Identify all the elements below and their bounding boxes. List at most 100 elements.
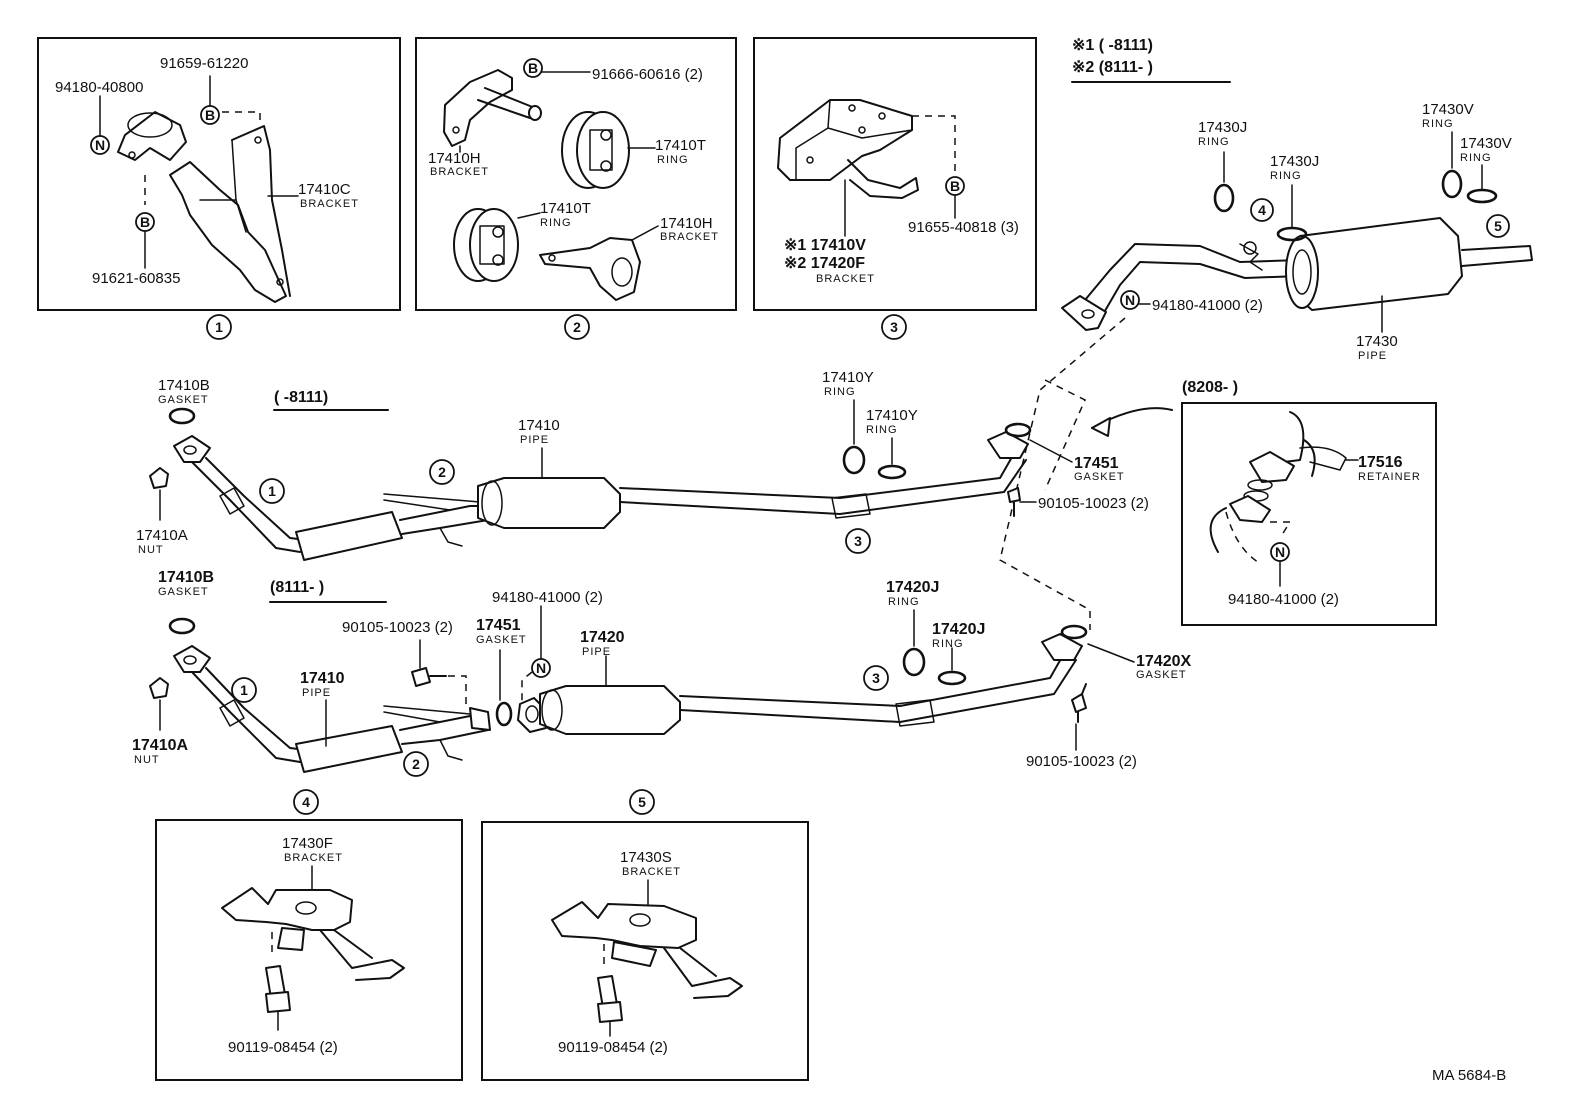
nut-n-marker: N bbox=[536, 660, 546, 676]
lower-ring-17420j-a: 17420J bbox=[886, 579, 939, 596]
tail-nut-94180: 94180-41000 (2) bbox=[1152, 297, 1263, 314]
lower-nut-17410a: 17410A bbox=[132, 737, 188, 754]
box2-part-17410t-b-desc: RING bbox=[540, 217, 572, 229]
lower-gasket-17420x-desc: GASKET bbox=[1136, 669, 1187, 681]
box1-part-91621: 91621-60835 bbox=[92, 270, 180, 287]
inset-8208: (8208- ) 17516 RETAINER N 94180-41000 (2… bbox=[1091, 379, 1437, 626]
box2-part-17410t-a-desc: RING bbox=[657, 154, 689, 166]
lower-gasket-17410b: 17410B bbox=[158, 569, 214, 586]
upper-ring-17410y-a: 17410Y bbox=[822, 369, 874, 386]
box1-part-94180: 94180-40800 bbox=[55, 79, 143, 96]
inset-nut-94180: 94180-41000 (2) bbox=[1228, 591, 1339, 608]
nut-n-marker: N bbox=[1125, 292, 1135, 308]
nut-n-marker: N bbox=[95, 137, 105, 153]
lower-callout-1: 1 bbox=[240, 682, 248, 698]
upper-gasket-17451: 17451 bbox=[1074, 455, 1119, 472]
box4-part-17430f: 17430F bbox=[282, 835, 333, 852]
callout-2: 2 bbox=[573, 319, 581, 335]
callout-3: 3 bbox=[890, 319, 898, 335]
inset-retainer-desc: RETAINER bbox=[1358, 471, 1421, 483]
callout-4: 4 bbox=[302, 794, 310, 810]
upper-callout-1: 1 bbox=[268, 483, 276, 499]
upper-nut-17410a: 17410A bbox=[136, 527, 188, 544]
lower-callout-3: 3 bbox=[872, 670, 880, 686]
tail-ring-17430j-b: 17430J bbox=[1270, 153, 1319, 170]
diagram-code: MA 5684-B bbox=[1432, 1067, 1506, 1084]
detail-box-3: B 91655-40818 (3) ※1 17410V ※2 17420F BR… bbox=[753, 37, 1037, 311]
box2-part-17410h-b-desc: BRACKET bbox=[660, 231, 719, 243]
upper-ring-17410y-b: 17410Y bbox=[866, 407, 918, 424]
note-2: ※2 (8111- ) bbox=[1072, 59, 1153, 76]
detail-box-4: 17430F BRACKET 90119-08454 (2) bbox=[155, 819, 463, 1081]
box2-part-17410h-b: 17410H bbox=[660, 215, 713, 232]
lower-bolt-90105-a: 90105-10023 (2) bbox=[342, 619, 453, 636]
lower-pipe-17410: 17410 bbox=[300, 670, 345, 687]
callout-5: 5 bbox=[638, 794, 646, 810]
box4-part-90119: 90119-08454 (2) bbox=[228, 1039, 338, 1056]
tail-ring-17430v-a: 17430V bbox=[1422, 101, 1474, 118]
bolt-b-marker: B bbox=[205, 107, 215, 123]
callout-5-ref: 5 bbox=[1494, 218, 1502, 234]
box2-part-17410t-a: 17410T bbox=[655, 137, 706, 154]
lower-range: (8111- ) bbox=[270, 579, 324, 596]
tail-pipe-17430-desc: PIPE bbox=[1358, 350, 1387, 362]
lower-ring-a-desc: RING bbox=[888, 596, 920, 608]
upper-ring-a-desc: RING bbox=[824, 386, 856, 398]
lower-pipe-17420: 17420 bbox=[580, 629, 625, 646]
box5-part-17430s: 17430S bbox=[620, 849, 672, 866]
inset-retainer-17516: 17516 bbox=[1358, 454, 1403, 471]
upper-callout-3: 3 bbox=[854, 533, 862, 549]
upper-gasket-desc: GASKET bbox=[158, 394, 209, 406]
lower-ring-17420j-b: 17420J bbox=[932, 621, 985, 638]
lower-nut-desc: NUT bbox=[134, 754, 160, 766]
tail-ring-17430j-a-desc: RING bbox=[1198, 136, 1230, 148]
detail-box-2: B 91666-60616 (2) 17410H BRACKET 17410T … bbox=[415, 37, 737, 311]
tail-ring-17430j-a: 17430J bbox=[1198, 119, 1247, 136]
lower-callout-2: 2 bbox=[412, 756, 420, 772]
box1-part-17410c: 17410C bbox=[298, 181, 351, 198]
callout-4-ref: 4 bbox=[1258, 202, 1266, 218]
upper-assembly: ( -8111) 17410B GASKET 17410A NUT 1 2 3 bbox=[136, 369, 1149, 561]
lower-bolt-90105-b: 90105-10023 (2) bbox=[1026, 753, 1137, 770]
lower-assembly: (8111- ) 17410B GASKET 17410A NUT 1 2 3 … bbox=[132, 569, 1191, 777]
box2-part-17410h-a-desc: BRACKET bbox=[430, 166, 489, 178]
box3-part-17420f: ※2 17420F bbox=[784, 255, 865, 272]
lower-nut-94180: 94180-41000 (2) bbox=[492, 589, 603, 606]
lower-gasket-17451: 17451 bbox=[476, 617, 521, 634]
bolt-b-marker: B bbox=[140, 214, 150, 230]
tail-ring-17430v-b: 17430V bbox=[1460, 135, 1512, 152]
lower-ring-b-desc: RING bbox=[932, 638, 964, 650]
upper-gasket-17410b: 17410B bbox=[158, 377, 210, 394]
upper-bolt-90105: 90105-10023 (2) bbox=[1038, 495, 1149, 512]
box4-part-17430f-desc: BRACKET bbox=[284, 852, 343, 864]
box3-part-91655: 91655-40818 (3) bbox=[908, 219, 1019, 236]
upper-pipe-desc: PIPE bbox=[520, 434, 549, 446]
detail-box-1: B 91659-61220 N 94180-40800 17410C BRACK… bbox=[37, 37, 401, 311]
tail-ring-17430v-b-desc: RING bbox=[1460, 152, 1492, 164]
upper-gasket-17451-desc: GASKET bbox=[1074, 471, 1125, 483]
lower-gasket-17451-desc: GASKET bbox=[476, 634, 527, 646]
note-1: ※1 ( -8111) bbox=[1072, 37, 1153, 54]
detail-box-5: 17430S BRACKET 90119-08454 (2) bbox=[481, 821, 809, 1081]
box3-part-17410v: ※1 17410V bbox=[784, 237, 866, 254]
bolt-b-marker: B bbox=[950, 178, 960, 194]
tail-ring-17430j-b-desc: RING bbox=[1270, 170, 1302, 182]
box2-part-17410t-b: 17410T bbox=[540, 200, 591, 217]
box1-part-17410c-desc: BRACKET bbox=[300, 198, 359, 210]
callout-1: 1 bbox=[215, 319, 223, 335]
lower-pipe-desc: PIPE bbox=[302, 687, 331, 699]
box5-part-17430s-desc: BRACKET bbox=[622, 866, 681, 878]
upper-nut-desc: NUT bbox=[138, 544, 164, 556]
nut-n-marker: N bbox=[1275, 544, 1285, 560]
bolt-b-marker: B bbox=[528, 60, 538, 76]
tail-pipe-assembly: 4 5 17430J RING 17430J RING 17430V RING … bbox=[1061, 101, 1533, 362]
box3-part-desc: BRACKET bbox=[816, 273, 875, 285]
upper-range: ( -8111) bbox=[274, 389, 328, 406]
lower-gasket-desc: GASKET bbox=[158, 586, 209, 598]
box2-part-17410h-a: 17410H bbox=[428, 150, 481, 167]
lower-gasket-17420x: 17420X bbox=[1136, 653, 1191, 670]
inset-range: (8208- ) bbox=[1182, 379, 1238, 396]
box2-part-91666: 91666-60616 (2) bbox=[592, 66, 703, 83]
upper-ring-b-desc: RING bbox=[866, 424, 898, 436]
